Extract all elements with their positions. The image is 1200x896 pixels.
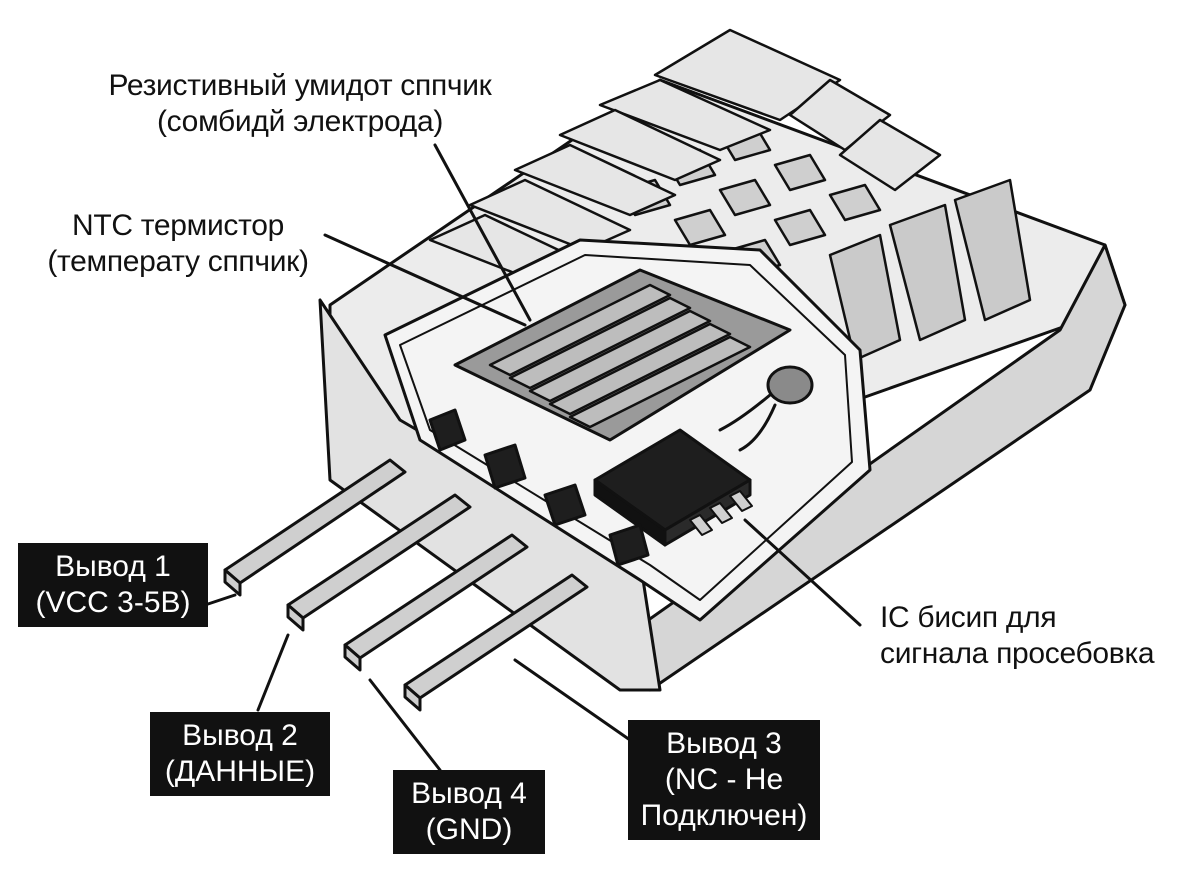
ntc-thermistor-label: NTC термистор (температу сппчик) xyxy=(28,208,328,280)
humidity-sensor-label-line1: Резистивный умидот сппчик xyxy=(108,69,492,102)
pin-2-label: Вывод 2 (ДАННЫЕ) xyxy=(150,712,330,796)
electrode-fingers xyxy=(488,283,752,429)
pin-4-label-line1: Вывод 4 xyxy=(411,777,527,810)
pin-4-label: Вывод 4 (GND) xyxy=(393,770,545,854)
pin-3-label-line1: Вывод 3 xyxy=(666,727,782,760)
pin-1-label-line2: (VCC 3-5B) xyxy=(35,586,191,619)
pins xyxy=(223,458,589,712)
humidity-sensor-label: Резистивный умидот сппчик (сомбидй элект… xyxy=(80,68,520,140)
ntc-thermistor-label-line2: (температу сппчик) xyxy=(47,245,309,278)
ntc-thermistor-label-line1: NTC термистор xyxy=(71,209,285,242)
housing-ribs xyxy=(428,28,942,287)
pin-4-label-line2: (GND) xyxy=(425,813,513,846)
ntc-thermistor-bead xyxy=(766,365,814,405)
leader-lines xyxy=(203,143,862,772)
ic-label-line1: IC бисип для xyxy=(880,601,1057,634)
ic-label-line2: сигнала просебовка xyxy=(880,637,1155,670)
pin-1-label: Вывод 1 (VCC 3-5B) xyxy=(18,543,208,627)
pin-2-label-line1: Вывод 2 xyxy=(182,719,298,752)
pin-3-label-line3: Подключен) xyxy=(640,799,808,832)
pin-3-label-line2: (NC - Не xyxy=(664,763,784,796)
ic-label: IC бисип для сигнала просебовка xyxy=(880,600,1180,672)
humidity-sensor-label-line2: (сомбидй электрода) xyxy=(156,105,444,138)
side-vents xyxy=(828,178,1032,362)
pin-3-label: Вывод 3 (NC - Не Подключен) xyxy=(628,720,820,840)
ic-legs xyxy=(689,490,753,536)
pin-1-label-line1: Вывод 1 xyxy=(55,550,171,583)
pin-solder-blocks xyxy=(428,408,650,567)
pin-2-label-line2: (ДАННЫЕ) xyxy=(164,755,316,788)
